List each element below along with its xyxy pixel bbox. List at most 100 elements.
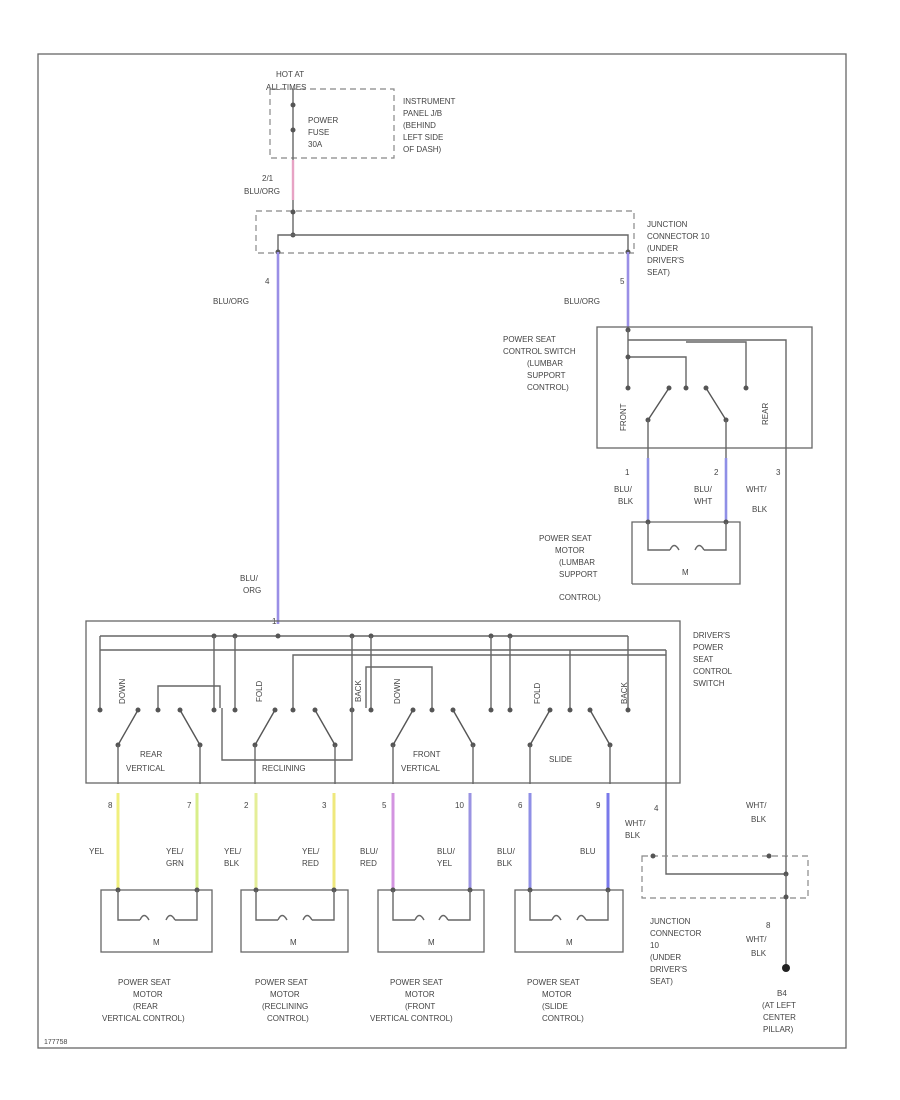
jcb-label-3: 10 [650, 941, 659, 950]
lumbar-motor-lead-1 [647, 522, 670, 551]
lumbar-switch-label-1: POWER SEAT [503, 335, 556, 344]
driver-switch-label-2: POWER [693, 643, 723, 652]
motor-4-lead-b [586, 890, 609, 921]
sec4-label: SLIDE [549, 755, 572, 764]
motor-3-winding [414, 914, 449, 921]
lumbar-contact-3 [683, 385, 689, 391]
lumbar-wire-3-l2: BLK [752, 505, 768, 514]
motor-slide: M [514, 887, 624, 953]
jcb-label-2: CONNECTOR [650, 929, 702, 938]
jcb-term-left [650, 853, 656, 859]
ip-label-5: OF DASH) [403, 145, 442, 154]
sec4-up-label: FOLD [533, 682, 542, 704]
lumbar-motor-winding [669, 544, 705, 551]
lumbar-motor-m: M [682, 568, 689, 577]
motor-reclining: M [240, 887, 349, 953]
sec3-label-2: VERTICAL [401, 764, 441, 773]
lumbar-pin-3: 3 [776, 468, 781, 477]
motor-2-lead-b [312, 890, 335, 921]
motor-4-label-1: POWER SEAT [527, 978, 580, 987]
sec4-down-label: BACK [620, 682, 629, 704]
main-feed-l2: ORG [243, 586, 261, 595]
motor-3-label-2: MOTOR [405, 990, 435, 999]
lumbar-bus-b [686, 341, 747, 388]
sec4-blade-1 [529, 709, 551, 746]
sec1-label-2: VERTICAL [126, 764, 166, 773]
junction-connector-bottom [641, 855, 809, 899]
feed-wire-label: BLU/ORG [244, 187, 280, 196]
driver-switch-label-5: SWITCH [693, 679, 725, 688]
motor-1-lead-b [175, 890, 198, 921]
sec4-c4 [587, 707, 593, 713]
driver-switch-label-4: CONTROL [693, 667, 733, 676]
gnd-pin-8: 8 [766, 921, 771, 930]
wire-pin-8: 9 [596, 801, 601, 810]
sec4-c5 [625, 707, 631, 713]
sec4-c3 [567, 707, 573, 713]
gnd-wire-right-l1: WHT/ [746, 801, 767, 810]
wire-label-7b: BLK [497, 859, 513, 868]
gnd-label-2: (AT LEFT [762, 1001, 796, 1010]
fuse-label-2: FUSE [308, 128, 329, 137]
motor-3-lead-a [392, 890, 415, 921]
wire-pin-6: 10 [455, 801, 464, 810]
gnd-label-4: PILLAR) [763, 1025, 794, 1034]
sec3-cross [365, 666, 433, 708]
sec2-c3 [290, 707, 296, 713]
sec1-c1 [97, 707, 103, 713]
fuse-label-3: 30A [308, 140, 323, 149]
right-wire-label: BLU/ORG [564, 297, 600, 306]
main-feed-l1: BLU/ [240, 574, 259, 583]
wire-pin-7: 6 [518, 801, 523, 810]
motor-front-vertical: M [377, 887, 485, 953]
sec3-c2 [410, 707, 416, 713]
jcb-label-5: DRIVER'S [650, 965, 687, 974]
gnd-label-3: CENTER [763, 1013, 796, 1022]
lumbar-wire-1-l2: BLK [618, 497, 634, 506]
instrument-panel-jb [269, 88, 395, 159]
jc-pin-left: 4 [265, 277, 270, 286]
sec4-c1 [507, 707, 513, 713]
wire-pin-3: 2 [244, 801, 249, 810]
jcb-label-1: JUNCTION [650, 917, 691, 926]
lumbar-wire-1-l1: BLU/ [614, 485, 633, 494]
motor-1-label-3: (REAR [133, 1002, 158, 1011]
jc-top-label-3: (UNDER [647, 244, 678, 253]
lumbar-front-label: FRONT [619, 403, 628, 431]
sec2-c2 [272, 707, 278, 713]
jcb-term-right [766, 853, 772, 859]
sec1-c4 [177, 707, 183, 713]
motor-4-winding [551, 914, 587, 921]
wire-label-1a: YEL [89, 847, 105, 856]
pivot-drops [117, 745, 611, 784]
lumbar-motor-label-1: POWER SEAT [539, 534, 592, 543]
gnd-label-1: B4 [777, 989, 787, 998]
ground-point-icon [782, 964, 790, 972]
wire-label-5a: BLU/ [360, 847, 379, 856]
jc-entry-terminal [290, 209, 296, 215]
sec2-down-label: BACK [354, 680, 363, 702]
gnd-wire-l1: WHT/ [625, 819, 646, 828]
motor-rear-vertical: M [100, 887, 213, 953]
gnd-wire-l2: BLK [625, 831, 641, 840]
wire-pin-2: 7 [187, 801, 192, 810]
sec1-c3 [155, 707, 161, 713]
lumbar-contact-1 [625, 385, 631, 391]
motor-3-label-4: VERTICAL CONTROL) [370, 1014, 453, 1023]
motor-2-winding [277, 914, 313, 921]
motor-3-lead-b [448, 890, 471, 921]
ip-label-3: (BEHIND [403, 121, 436, 130]
sec3-blade-1 [392, 709, 414, 746]
gnd-out-l1: WHT/ [746, 935, 767, 944]
lumbar-node-1 [625, 354, 631, 360]
wire-label-8a: BLU [580, 847, 596, 856]
sec1-blade-1 [117, 709, 139, 746]
motor-4-label-4: CONTROL) [542, 1014, 584, 1023]
jcb-label-4: (UNDER [650, 953, 681, 962]
lumbar-switch-box [596, 326, 813, 449]
lumbar-motor-label-4: SUPPORT [559, 570, 598, 579]
motor-4-label-3: (SLIDE [542, 1002, 568, 1011]
hot-times-label: ALL TIMES [266, 83, 306, 92]
wire-pin-1: 8 [108, 801, 113, 810]
